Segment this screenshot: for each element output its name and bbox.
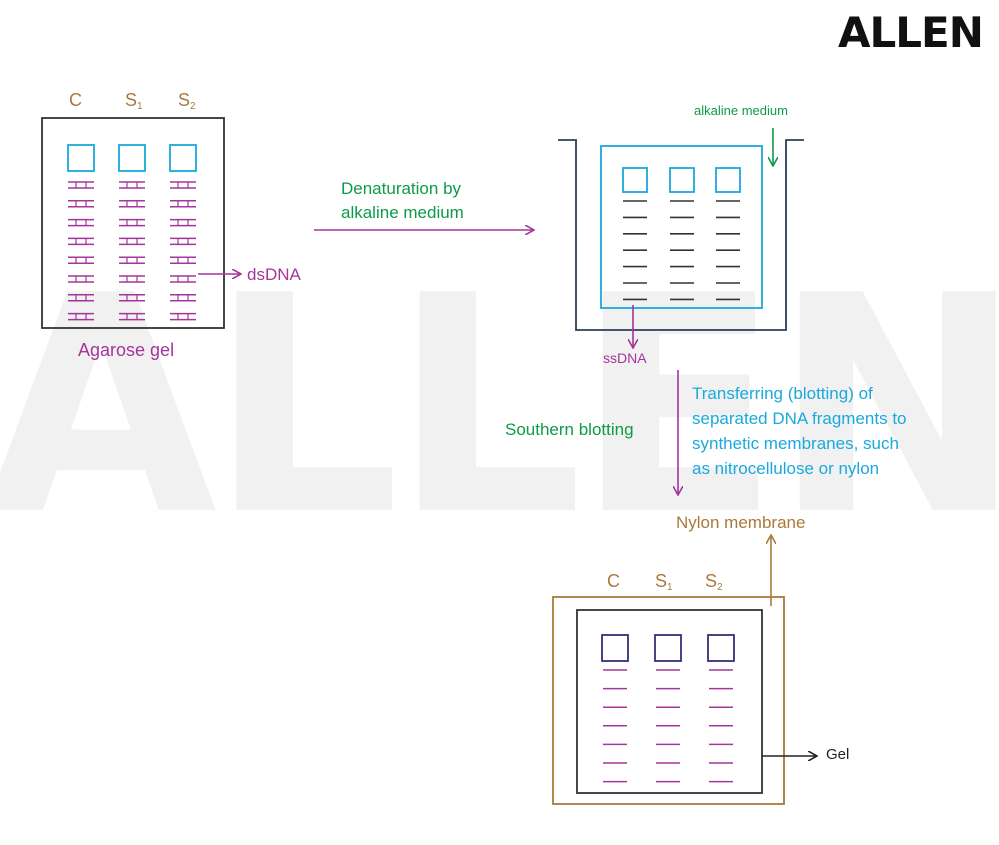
membrane-wells — [601, 634, 735, 662]
dsdna-label: dsDNA — [247, 265, 301, 284]
agarose-gel-box — [41, 117, 225, 329]
membrane-well — [601, 634, 629, 662]
gel-well — [118, 144, 146, 172]
tank-gel — [600, 145, 763, 309]
dsdna-band — [119, 181, 145, 189]
dsdna-band — [68, 237, 94, 246]
watermark: ALLEN — [0, 232, 999, 581]
allen-logo-text: ALLEN — [838, 8, 984, 57]
dsdna-band — [68, 200, 94, 208]
ssdna-label: ssDNA — [603, 350, 647, 366]
gel-lane-s1: S1 — [125, 90, 143, 112]
blotting-desc-line2: separated DNA fragments to — [692, 409, 907, 428]
dsdna-band — [119, 256, 145, 264]
nylon-membrane-box — [552, 596, 785, 805]
dsdna-band — [170, 294, 196, 302]
alkaline-medium-label: alkaline medium — [694, 103, 788, 118]
dsdna-band — [170, 218, 196, 227]
dsdna-band — [170, 237, 196, 246]
gel-well — [169, 144, 197, 172]
dsdna-band — [68, 312, 94, 321]
blotting-desc-line1: Transferring (blotting) of — [692, 384, 873, 403]
membrane-well — [707, 634, 735, 662]
blotting-desc-line4: as nitrocellulose or nylon — [692, 459, 880, 478]
membrane-lane-c: C — [607, 571, 620, 591]
denaturation-line2: alkaline medium — [341, 203, 464, 222]
membrane-lane-s2: S2 — [705, 571, 723, 593]
dsdna-band — [170, 256, 196, 264]
dsdna-band — [119, 200, 145, 208]
tank-ssdna-bands — [623, 200, 740, 301]
agarose-gel-caption: Agarose gel — [78, 340, 175, 360]
tank-well — [622, 167, 648, 193]
tank-wells — [622, 167, 741, 193]
gel-dsdna-bands — [68, 181, 196, 321]
membrane-gel-box — [576, 609, 763, 794]
tank-well — [715, 167, 741, 193]
membrane-lane-s1: S1 — [655, 571, 673, 593]
gel-lane-c: C — [69, 90, 82, 110]
dsdna-band — [119, 218, 145, 227]
dsdna-band — [119, 237, 145, 246]
dsdna-band — [170, 312, 196, 321]
tank-well — [669, 167, 695, 193]
gel-label: Gel — [826, 746, 850, 763]
blotting-desc-line3: synthetic membranes, such — [692, 434, 899, 453]
membrane-well — [654, 634, 682, 662]
gel-well — [67, 144, 95, 172]
denaturation-line1: Denaturation by — [341, 179, 462, 198]
dsdna-band — [119, 294, 145, 302]
alkaline-tank — [558, 139, 804, 331]
gel-lane-s2: S2 — [178, 90, 196, 112]
allen-logo: ALLEN — [838, 8, 988, 58]
dsdna-band — [68, 256, 94, 264]
dsdna-band — [170, 181, 196, 189]
dsdna-band — [119, 275, 145, 283]
dsdna-band — [68, 181, 94, 189]
dsdna-band — [119, 312, 145, 321]
dsdna-band — [68, 294, 94, 302]
nylon-membrane-label: Nylon membrane — [676, 513, 806, 532]
southern-blotting-label: Southern blotting — [505, 420, 634, 439]
dsdna-band — [170, 275, 196, 283]
membrane-bands — [603, 669, 733, 783]
dsdna-band — [68, 218, 94, 227]
gel-wells — [67, 144, 197, 172]
dsdna-band — [170, 200, 196, 208]
dsdna-band — [68, 275, 94, 283]
